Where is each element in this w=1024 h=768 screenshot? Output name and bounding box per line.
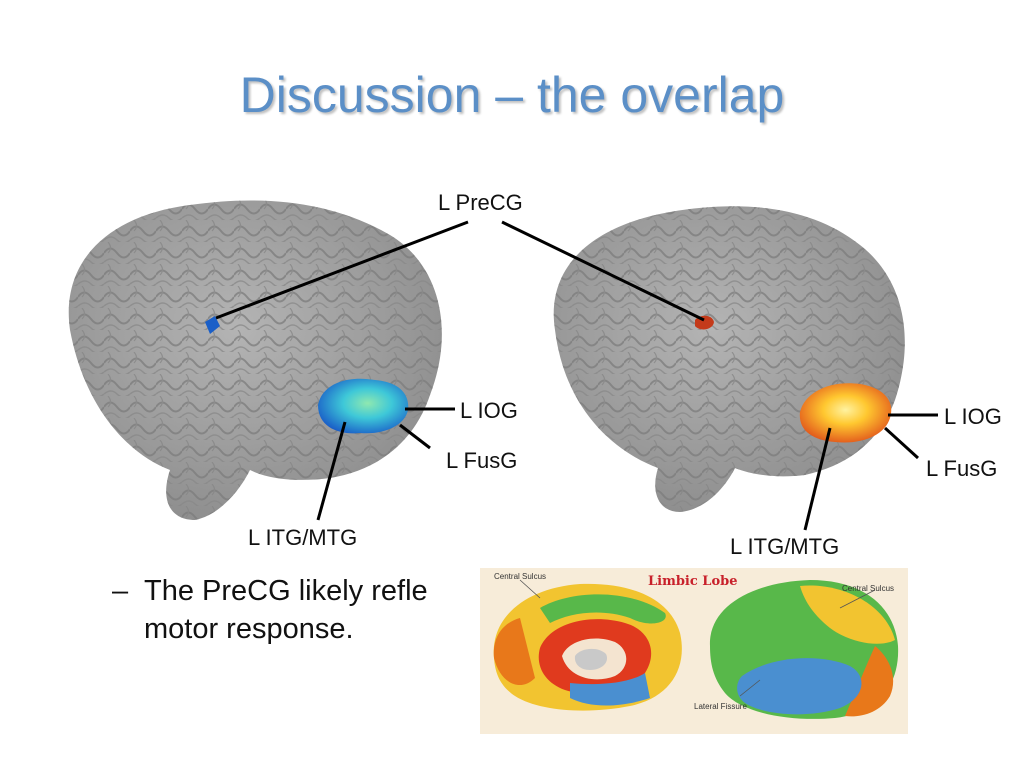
precg-activation-left [205,316,220,334]
leader-lines [215,220,938,531]
inset-label-lateral-fissure: Lateral Fissure [694,702,747,711]
label-iog-left: L IOG [460,398,518,423]
bullet-line-1: The PreCG likely refle [144,575,428,607]
bullet-text: –The PreCG likely refle motor response. [112,572,428,648]
slide-title: Discussion – the overlap [239,67,785,123]
brain-activation-figure [68,200,938,531]
label-iog-right: L IOG [944,404,1002,429]
label-itg-mtg-left: L ITG/MTG [248,525,358,550]
left-brain [68,200,442,521]
iog-activation-right [799,383,892,443]
bullet-line-2: motor response. [144,613,354,645]
label-itg-mtg-right: L ITG/MTG [730,534,840,559]
label-precg: L PreCG [438,190,523,215]
label-fusg-right: L FusG [926,456,998,481]
bullet-dash: – [112,575,129,607]
label-fusg-left: L FusG [446,448,518,473]
iog-activation-left [318,378,409,434]
right-brain [553,206,905,513]
limbic-lobe-diagram [493,579,899,719]
limbic-lobe-inset-image: Limbic Lobe Central Sulcus Central Sulcu… [480,568,908,734]
inset-label-central-sulcus-right: Central Sulcus [842,584,895,593]
inset-title: Limbic Lobe [648,574,738,589]
inset-label-central-sulcus-left: Central Sulcus [494,572,547,581]
